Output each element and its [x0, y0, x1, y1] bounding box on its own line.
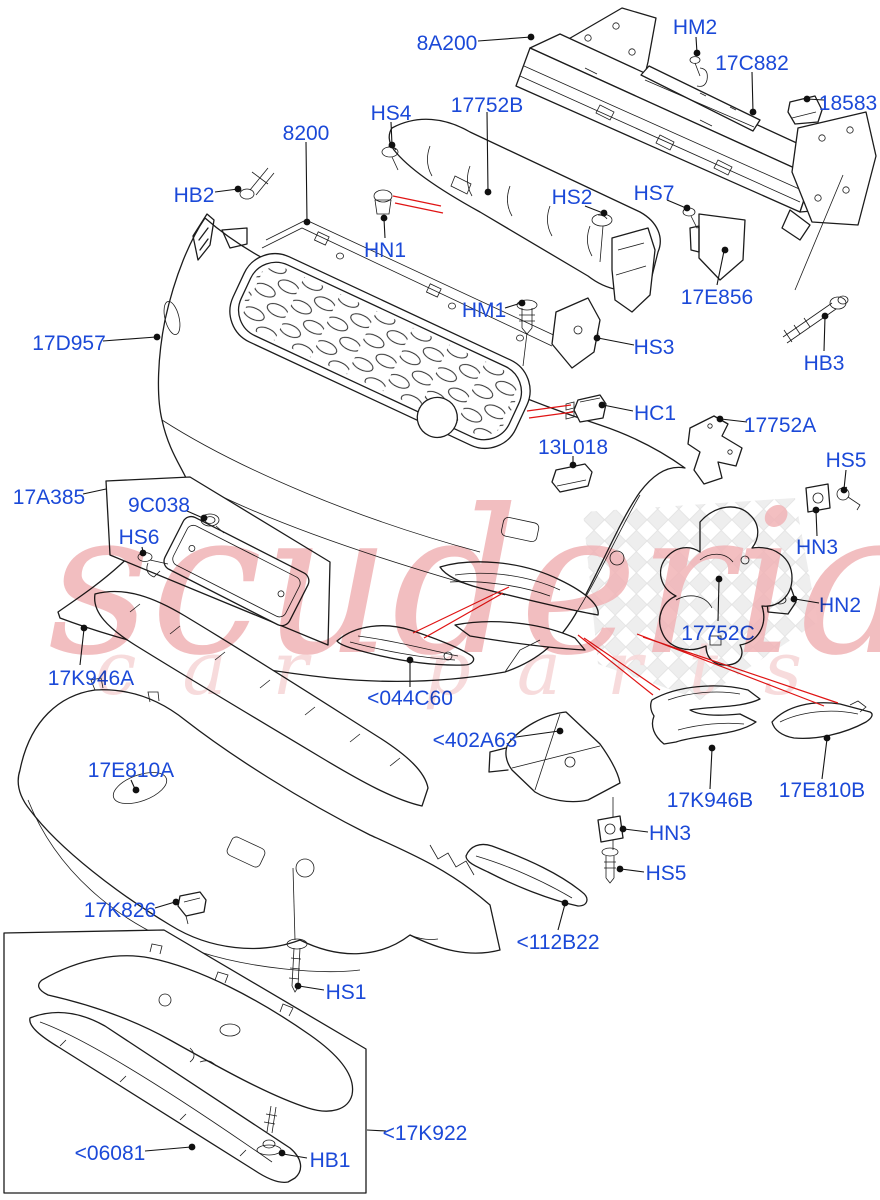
part-label-hn3-right: HN3	[796, 536, 838, 559]
part-label-hs5-right: HS5	[826, 449, 867, 472]
part-label-17c882: 17C882	[715, 52, 789, 75]
part-label-112b22: <112B22	[516, 931, 599, 954]
part-label-hs4: HS4	[371, 102, 412, 125]
part-label-hn3-bottom: HN3	[649, 822, 691, 845]
part-label-17e810a: 17E810A	[88, 759, 174, 782]
part-label-hn1: HN1	[364, 239, 406, 262]
part-drawing-hb2-bolt	[239, 167, 275, 200]
part-label-hs7: HS7	[634, 182, 675, 205]
part-label-hs6: HS6	[119, 526, 160, 549]
part-label-hb3: HB3	[804, 352, 845, 375]
part-drawing-06081-strip	[29, 1011, 302, 1184]
part-label-8a200: 8A200	[417, 32, 478, 55]
part-drawing-17c882-bar	[640, 65, 761, 132]
part-label-17d957: 17D957	[32, 332, 106, 355]
part-drawing-hn3-bottom-nut	[597, 815, 624, 843]
part-drawing-044c60-trim	[336, 625, 475, 666]
part-drawing-17a385-plate-kit	[105, 476, 331, 646]
part-drawing-17e810b-trim	[771, 700, 873, 740]
part-label-17e810b: 17E810B	[779, 779, 865, 802]
part-drawing-hm1-pin	[516, 299, 538, 367]
part-drawing-13l018-cover	[551, 463, 593, 493]
part-label-hs5-bottom: HS5	[646, 862, 687, 885]
part-drawing-hm2-clip	[689, 56, 708, 87]
part-label-17k922: <17K922	[383, 1122, 468, 1145]
part-drawing-18583-block	[787, 95, 823, 125]
part-drawing-hs1-screw	[286, 938, 308, 993]
part-drawing-8200-grille	[229, 219, 601, 449]
part-label-044c60: <044C60	[367, 687, 453, 710]
leader-lines	[79, 33, 848, 1159]
part-drawing-17k946a-mesh	[94, 590, 429, 807]
part-drawing-17k826-clip	[177, 891, 207, 925]
part-label-hn2: HN2	[819, 594, 861, 617]
checkered-flag-watermark	[583, 498, 818, 700]
part-label-18583: 18583	[819, 92, 877, 115]
part-label-8200: 8200	[283, 122, 330, 145]
part-label-hm1: HM1	[462, 299, 506, 322]
part-label-17e856: 17E856	[681, 286, 753, 309]
part-drawing-right-mount-plate	[791, 111, 877, 291]
watermark-layer: scuderia car parts	[48, 467, 880, 712]
part-label-17k946a: 17K946A	[48, 667, 134, 690]
part-drawing-hc1-sensor	[565, 394, 607, 423]
part-drawing-17e810a-valance	[17, 677, 501, 972]
part-label-06081: <06081	[75, 1142, 146, 1165]
part-label-hs1: HS1	[326, 981, 367, 1004]
part-drawing-hn3-right-nut	[805, 483, 831, 513]
part-drawing-17e856-bracket	[689, 213, 746, 281]
part-label-13l018: 13L018	[538, 436, 608, 459]
part-label-hb1: HB1	[310, 1149, 351, 1172]
part-drawing-hs5-bottom-screw	[601, 847, 619, 884]
part-label-402a63: <402A63	[433, 729, 518, 752]
tagline-watermark: car parts	[95, 626, 848, 712]
part-label-hb2: HB2	[174, 184, 215, 207]
part-label-17a385: 17A385	[13, 486, 85, 509]
part-label-hm2: HM2	[673, 16, 717, 39]
brand-watermark: scuderia	[48, 467, 880, 700]
part-labels: 8A200 HM2 17C882 18583 HS4 17752B 8200 H…	[13, 16, 877, 1172]
part-label-17752a: 17752A	[744, 414, 816, 437]
part-drawing-17752a-bracket	[687, 415, 743, 485]
part-label-hs3: HS3	[634, 336, 675, 359]
part-label-hc1: HC1	[634, 402, 676, 425]
part-label-9c038: 9C038	[128, 494, 190, 517]
part-label-17k826: 17K826	[84, 899, 156, 922]
part-drawing-17k922-kit	[3, 929, 367, 1194]
part-drawing-washer-bracket	[611, 227, 656, 313]
part-label-17752b: 17752B	[451, 94, 523, 117]
part-drawing-hn1-clip	[373, 189, 393, 215]
part-label-hs2: HS2	[552, 186, 593, 209]
part-drawing-112b22-strip	[465, 843, 588, 907]
part-drawing-hb3-bolt	[782, 295, 849, 344]
part-label-17k946b: 17K946B	[667, 789, 753, 812]
